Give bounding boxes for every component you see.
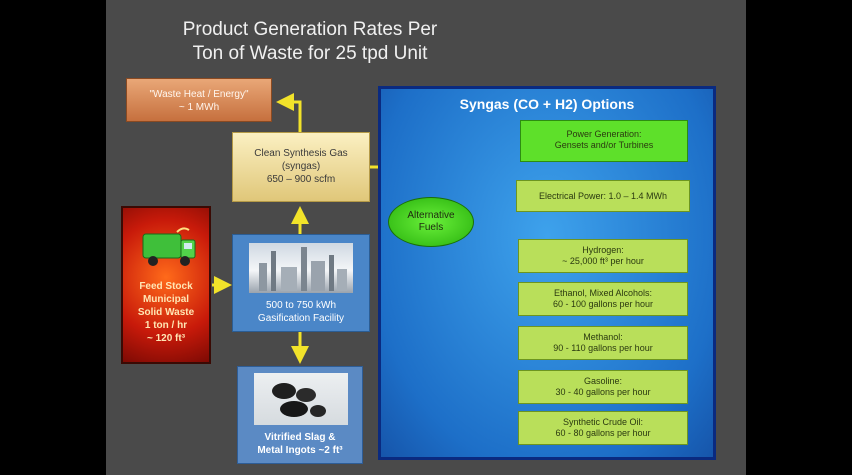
electrical-line: Electrical Power: 1.0 – 1.4 MWh xyxy=(538,191,668,201)
gasoline-line-2: 30 - 40 gallons per hour xyxy=(555,387,651,397)
feedstock-line-3: Solid Waste xyxy=(137,307,195,318)
feedstock-box: Feed Stock Municipal Solid Waste 1 ton /… xyxy=(121,206,211,364)
syngas-line-3: 650 – 900 scfm xyxy=(266,174,336,185)
garbage-truck-icon xyxy=(142,227,196,266)
methanol-box: Methanol: 90 - 110 gallons per hour xyxy=(518,326,688,360)
waste-heat-value: ~ 1 MWh xyxy=(178,102,220,113)
facility-photo xyxy=(249,243,353,293)
waste-heat-label: "Waste Heat / Energy" xyxy=(149,89,249,100)
slag-rocks-icon xyxy=(272,383,326,417)
title-line-1: Product Generation Rates Per xyxy=(182,19,438,40)
feedstock-line-5: ~ 120 ft³ xyxy=(146,333,186,344)
syngas-line-2: (syngas) xyxy=(281,161,321,172)
alt-fuels-line-2: Fuels xyxy=(418,222,444,233)
power-generation-box: Power Generation: Gensets and/or Turbine… xyxy=(520,120,688,162)
syngas-line-1: Clean Synthesis Gas xyxy=(254,148,348,159)
feedstock-line-1: Feed Stock xyxy=(139,281,193,292)
methanol-line-2: 90 - 110 gallons per hour xyxy=(553,343,653,353)
ethanol-line-1: Ethanol, Mixed Alcohols: xyxy=(553,288,653,298)
crude-oil-box: Synthetic Crude Oil: 60 - 80 gallons per… xyxy=(518,411,688,445)
power-gen-line-1: Power Generation: xyxy=(566,129,642,139)
gasification-line-1: 500 to 750 kWh xyxy=(265,300,337,311)
waste-heat-box: "Waste Heat / Energy" ~ 1 MWh xyxy=(126,78,272,122)
power-gen-line-2: Gensets and/or Turbines xyxy=(554,140,654,150)
feedstock-line-4: 1 ton / hr xyxy=(144,320,188,331)
methanol-line-1: Methanol: xyxy=(583,332,623,342)
gasification-label: 500 to 750 kWh Gasification Facility xyxy=(233,299,369,325)
gasification-facility-box: 500 to 750 kWh Gasification Facility xyxy=(232,234,370,332)
crude-line-2: 60 - 80 gallons per hour xyxy=(555,428,651,438)
hydrogen-line-1: Hydrogen: xyxy=(582,245,624,255)
facility-skyline-icon xyxy=(259,247,347,291)
hydrogen-line-2: ~ 25,000 ft³ per hour xyxy=(562,256,644,266)
title-line-2: Ton of Waste for 25 tpd Unit xyxy=(192,43,428,64)
alt-fuels-line-1: Alternative xyxy=(407,210,455,221)
slag-photo xyxy=(254,373,348,425)
slag-line-2: Metal Ingots ~2 ft³ xyxy=(257,445,343,456)
alternative-fuels-oval: Alternative Fuels xyxy=(388,197,474,247)
slag-line-1: Vitrified Slag & xyxy=(264,432,336,443)
gasoline-box: Gasoline: 30 - 40 gallons per hour xyxy=(518,370,688,404)
gasification-line-2: Gasification Facility xyxy=(257,313,345,324)
feedstock-label: Feed Stock Municipal Solid Waste 1 ton /… xyxy=(123,280,209,345)
crude-line-1: Synthetic Crude Oil: xyxy=(562,417,644,427)
feedstock-line-2: Municipal xyxy=(142,294,190,305)
slag-box: Vitrified Slag & Metal Ingots ~2 ft³ xyxy=(237,366,363,464)
panel-title: Syngas (CO + H2) Options xyxy=(459,96,635,112)
gasoline-line-1: Gasoline: xyxy=(583,376,623,386)
hydrogen-box: Hydrogen: ~ 25,000 ft³ per hour xyxy=(518,239,688,273)
ethanol-box: Ethanol, Mixed Alcohols: 60 - 100 gallon… xyxy=(518,282,688,316)
slide-title: Product Generation Rates Per Ton of Wast… xyxy=(120,18,500,66)
clean-syngas-box: Clean Synthesis Gas (syngas) 650 – 900 s… xyxy=(232,132,370,202)
slag-label: Vitrified Slag & Metal Ingots ~2 ft³ xyxy=(238,431,362,457)
arrow-to-waste-heat xyxy=(276,93,302,132)
ethanol-line-2: 60 - 100 gallons per hour xyxy=(552,299,654,309)
electrical-power-box: Electrical Power: 1.0 – 1.4 MWh xyxy=(516,180,690,212)
